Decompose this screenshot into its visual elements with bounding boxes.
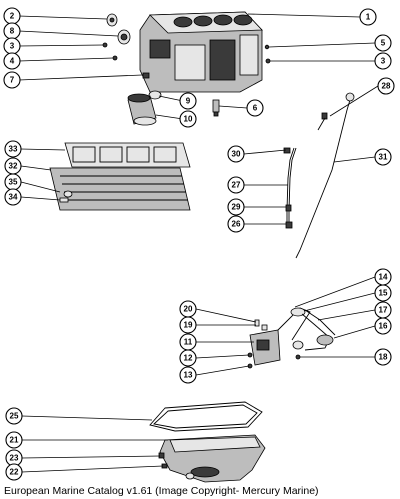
callout-32: 32 <box>4 157 22 175</box>
svg-text:14: 14 <box>379 273 388 282</box>
svg-text:30: 30 <box>232 150 241 159</box>
svg-text:25: 25 <box>10 412 19 421</box>
callout-33: 33 <box>4 140 22 158</box>
callout-5: 5 <box>374 34 392 52</box>
callout-9: 9 <box>179 92 197 110</box>
svg-text:35: 35 <box>9 178 18 187</box>
callout-2: 2 <box>3 7 21 25</box>
svg-text:2: 2 <box>10 12 15 21</box>
svg-text:28: 28 <box>382 82 391 91</box>
callout-11: 11 <box>179 333 197 351</box>
callout-13: 13 <box>179 366 197 384</box>
svg-text:3: 3 <box>10 42 15 51</box>
svg-text:9: 9 <box>186 97 191 106</box>
callout-27: 27 <box>227 176 245 194</box>
svg-text:10: 10 <box>184 115 193 124</box>
svg-text:3: 3 <box>381 57 386 66</box>
callout-15: 15 <box>374 284 392 302</box>
callout-34: 34 <box>4 188 22 206</box>
callout-8: 8 <box>3 22 21 40</box>
callout-14: 14 <box>374 268 392 286</box>
oil-pan-gasket <box>149 401 263 432</box>
callout-35: 35 <box>4 173 22 191</box>
valve-cover <box>49 167 191 211</box>
svg-text:29: 29 <box>232 203 241 212</box>
callout-12: 12 <box>179 349 197 367</box>
callouts: 1 2 8 3 4 7 5 3 9 10 6 28 33 32 35 34 30… <box>3 7 395 481</box>
callout-19: 19 <box>179 316 197 334</box>
svg-text:27: 27 <box>232 181 241 190</box>
callout-16: 16 <box>374 317 392 335</box>
valve-cover-gasket <box>64 142 191 168</box>
copyright-caption: European Marine Catalog v1.61 (Image Cop… <box>4 485 319 497</box>
callout-29: 29 <box>227 198 245 216</box>
svg-text:13: 13 <box>184 371 193 380</box>
svg-text:32: 32 <box>9 162 18 171</box>
svg-text:17: 17 <box>379 306 388 315</box>
block-plugs <box>102 13 271 79</box>
callout-30: 30 <box>227 145 245 163</box>
callout-20: 20 <box>179 300 197 318</box>
pickup-tube <box>290 307 336 360</box>
svg-text:4: 4 <box>10 57 15 66</box>
oil-pump <box>247 307 311 369</box>
svg-text:16: 16 <box>379 322 388 331</box>
svg-text:8: 8 <box>10 27 15 36</box>
callout-1: 1 <box>359 8 377 26</box>
svg-text:26: 26 <box>232 220 241 229</box>
svg-text:20: 20 <box>184 305 193 314</box>
svg-text:7: 7 <box>10 76 15 85</box>
svg-text:31: 31 <box>379 153 388 162</box>
callout-3-left: 3 <box>3 37 21 55</box>
oil-filter <box>127 90 162 126</box>
callout-31: 31 <box>374 148 392 166</box>
callout-7: 7 <box>3 71 21 89</box>
fitting-6 <box>212 99 220 117</box>
callout-18: 18 <box>374 348 392 366</box>
callout-10: 10 <box>179 110 197 128</box>
svg-text:23: 23 <box>10 454 19 463</box>
svg-text:6: 6 <box>253 104 258 113</box>
oil-pan <box>158 434 266 483</box>
callout-3-right: 3 <box>374 52 392 70</box>
engine-block <box>139 11 263 93</box>
svg-text:22: 22 <box>10 468 19 477</box>
svg-text:21: 21 <box>10 436 19 445</box>
callout-26: 26 <box>227 215 245 233</box>
svg-text:5: 5 <box>381 39 386 48</box>
callout-22: 22 <box>5 463 23 481</box>
svg-text:34: 34 <box>9 193 18 202</box>
callout-28: 28 <box>377 77 395 95</box>
callout-25: 25 <box>5 407 23 425</box>
callout-21: 21 <box>5 431 23 449</box>
svg-text:33: 33 <box>9 145 18 154</box>
callout-4: 4 <box>3 52 21 70</box>
svg-text:12: 12 <box>184 354 193 363</box>
svg-text:11: 11 <box>184 338 193 347</box>
leader-lines <box>18 13 379 473</box>
callout-6: 6 <box>246 99 264 117</box>
svg-text:1: 1 <box>366 13 371 22</box>
svg-text:15: 15 <box>379 289 388 298</box>
callout-17: 17 <box>374 301 392 319</box>
svg-text:18: 18 <box>379 353 388 362</box>
dipstick-assembly <box>283 92 355 259</box>
svg-text:19: 19 <box>184 321 193 330</box>
